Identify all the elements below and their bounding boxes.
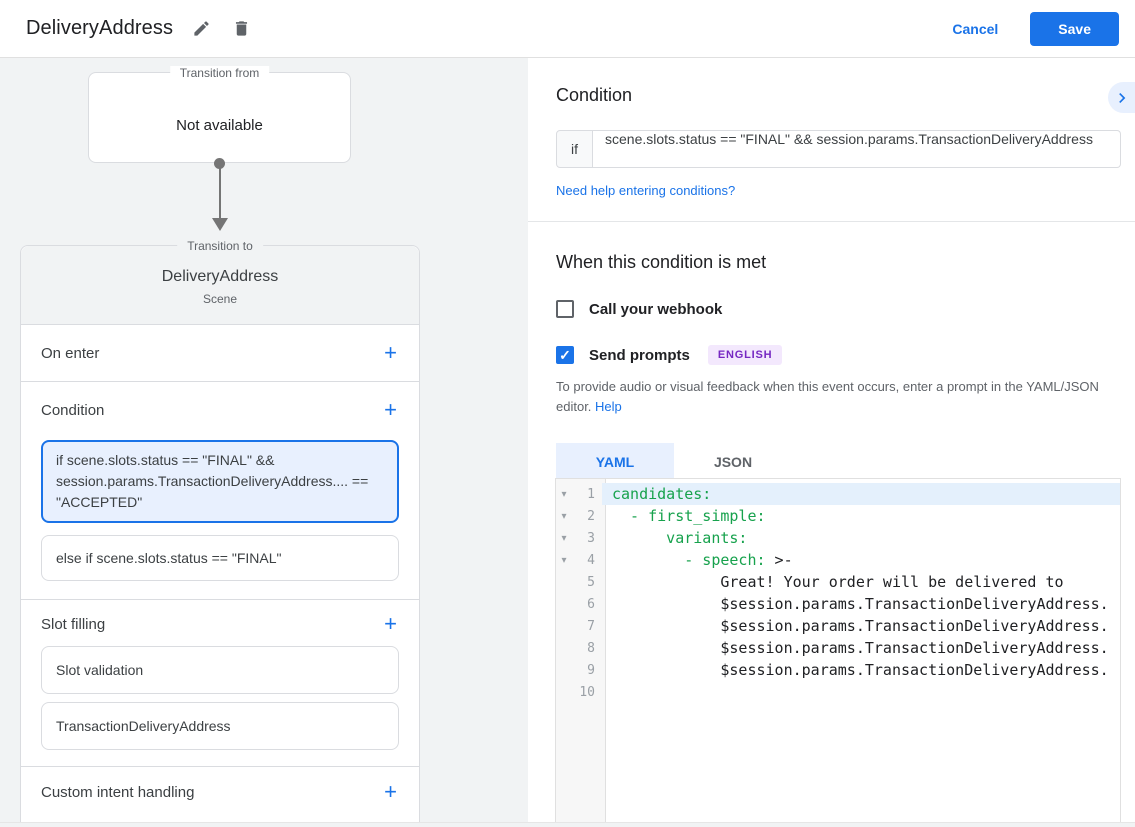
custom-intent-section: Custom intent handling + [21,767,419,819]
code-line[interactable]: 6 $session.params.TransactionDeliveryAdd… [556,593,1120,615]
on-enter-label: On enter [41,344,100,362]
line-number: 7 [587,618,595,634]
transition-to-label: Transition to [177,239,263,253]
code-token: Great! Your order will be delivered to [612,573,1064,591]
on-enter-section: On enter + [21,325,419,382]
condition-section-label: Condition [41,401,105,419]
fold-arrow-icon[interactable]: ▾ [561,554,567,566]
slot-filling-label: Slot filling [41,615,106,633]
send-prompts-label: Send prompts [589,346,690,364]
slot-validation-card[interactable]: Slot validation [41,646,399,694]
code-line[interactable]: ▾ 3 variants: [556,527,1120,549]
scene-type: Scene [202,292,238,306]
condition-input[interactable]: scene.slots.status == "FINAL" && session… [593,130,1121,168]
code-line[interactable]: 10 [556,681,1120,703]
trash-icon [232,19,251,38]
transition-to-card: Transition to DeliveryAddress Scene On e… [20,239,420,827]
webhook-label: Call your webhook [589,300,723,318]
webhook-checkbox[interactable] [556,300,574,318]
line-number: 2 [587,508,595,524]
code-token: $session.params.TransactionDeliveryAddre… [612,661,1109,679]
tab-json[interactable]: JSON [713,453,753,470]
pencil-icon [192,19,211,38]
code-token: >- [765,551,793,569]
line-number: 10 [579,684,595,700]
yaml-code-editor[interactable]: ▾ 1 candidates: ▾ 2 - first_simple: ▾ 3 … [555,478,1121,827]
cancel-button[interactable]: Cancel [936,13,1014,45]
condition-panel-title: Condition [556,85,633,105]
code-token: - speech: [612,551,766,569]
scene-card-header[interactable]: DeliveryAddress Scene [21,246,419,325]
code-line[interactable]: 8 $session.params.TransactionDeliveryAdd… [556,637,1120,659]
chevron-right-icon [1112,88,1132,108]
code-line[interactable]: ▾ 1 candidates: [556,483,1120,505]
condition-help-link[interactable]: Need help entering conditions? [556,183,736,198]
transition-from-box: Transition from Not available [88,66,351,163]
add-on-enter-button[interactable]: + [384,340,397,365]
send-prompts-row: ✓ Send prompts ENGLISH [556,345,1135,365]
code-line[interactable]: 9 $session.params.TransactionDeliveryAdd… [556,659,1120,681]
line-number: 9 [587,662,595,678]
add-slot-button[interactable]: + [384,611,397,636]
panel-divider [528,221,1135,222]
webhook-row: Call your webhook [556,300,1135,318]
prompts-description-text: To provide audio or visual feedback when… [556,379,1099,414]
language-badge: ENGLISH [707,345,783,365]
connector-dot [214,158,225,169]
transition-from-value: Not available [176,117,263,134]
condition-input-row: if scene.slots.status == "FINAL" && sess… [556,130,1121,168]
send-prompts-checkbox[interactable]: ✓ [556,346,574,364]
editor-tabs: YAML JSON [556,443,1135,480]
code-token: $session.params.TransactionDeliveryAddre… [612,595,1109,613]
horizontal-scrollbar[interactable] [0,822,1135,827]
connector-arrow-down-icon [212,218,228,231]
scene-name: DeliveryAddress [161,268,279,285]
transition-from-label: Transition from [169,66,270,80]
code-line[interactable]: 5 Great! Your order will be delivered to [556,571,1120,593]
line-number: 4 [587,552,595,568]
tab-yaml[interactable]: YAML [556,443,674,480]
condition-detail-panel: Condition if scene.slots.status == "FINA… [528,58,1135,827]
code-line[interactable]: ▾ 4 - speech: >- [556,549,1120,571]
line-number: 8 [587,640,595,656]
page-title: DeliveryAddress [26,17,174,39]
code-line[interactable]: ▾ 2 - first_simple: [556,505,1120,527]
prompts-help-link[interactable]: Help [595,399,622,414]
fold-arrow-icon[interactable]: ▾ [561,532,567,544]
checkmark-icon: ✓ [559,346,571,363]
prompts-description: To provide audio or visual feedback when… [556,377,1121,417]
slot-card[interactable]: TransactionDeliveryAddress [41,702,399,750]
fold-arrow-icon[interactable]: ▾ [561,510,567,522]
line-number: 3 [587,530,595,546]
line-number: 6 [587,596,595,612]
when-met-title: When this condition is met [556,252,767,272]
add-condition-button[interactable]: + [384,397,397,422]
code-token: variants: [612,529,748,547]
editor-gutter [556,479,606,826]
condition-card[interactable]: else if scene.slots.status == "FINAL" [41,535,399,581]
save-button[interactable]: Save [1030,11,1119,46]
fold-arrow-icon[interactable]: ▾ [561,488,567,500]
scene-graph-panel: Transition from Not available Transition… [0,58,528,827]
condition-card-selected[interactable]: if scene.slots.status == "FINAL" && sess… [41,440,399,523]
line-number: 1 [587,486,595,502]
if-prefix-label: if [556,130,593,168]
add-custom-intent-button[interactable]: + [384,779,397,804]
custom-intent-label: Custom intent handling [41,783,195,801]
code-token: - first_simple: [612,507,766,525]
slot-filling-section: Slot filling + Slot validation Transacti… [21,600,419,767]
condition-section: Condition + if scene.slots.status == "FI… [21,382,419,600]
code-token: candidates: [612,485,712,503]
code-token: $session.params.TransactionDeliveryAddre… [612,639,1109,657]
connector-line [219,166,221,218]
line-number: 5 [587,574,595,590]
page-header: DeliveryAddress Cancel Save [0,0,1135,58]
delete-scene-button[interactable] [229,17,253,41]
code-line[interactable]: 7 $session.params.TransactionDeliveryAdd… [556,615,1120,637]
code-token: $session.params.TransactionDeliveryAddre… [612,617,1109,635]
collapse-panel-button[interactable] [1108,82,1135,113]
edit-scene-button[interactable] [189,17,213,41]
